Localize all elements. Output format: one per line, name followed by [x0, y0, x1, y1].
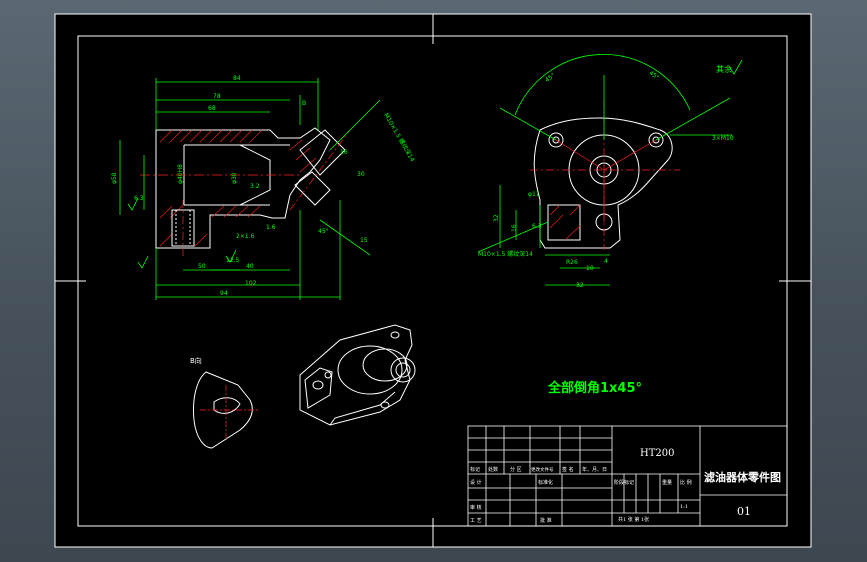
scale-value: 1:1 — [680, 504, 688, 510]
dim-50: 50 — [198, 263, 206, 270]
b-view: B向 — [190, 356, 258, 449]
b-view-label: B向 — [190, 356, 202, 365]
dim-3-2: 3.2 — [250, 183, 260, 190]
section-view — [140, 127, 351, 258]
dim-102: 102 — [245, 280, 257, 287]
drawing-sheet — [55, 14, 811, 547]
top-view — [530, 100, 680, 250]
dim-6-3-top: 6.3 — [532, 223, 542, 230]
row-review: 审 核 — [470, 504, 482, 511]
col-doc: 更改文件号 — [531, 466, 554, 473]
dim-10: 10 — [586, 265, 594, 272]
sheet-info: 共1 张 第 1张 — [618, 516, 649, 523]
dim-4: 4 — [604, 258, 608, 265]
dim-r26: R26 — [566, 259, 578, 266]
dim-94: 94 — [220, 290, 228, 297]
dim-78: 78 — [213, 93, 221, 100]
dim-angle-a: 45° — [544, 72, 557, 84]
sheet-frame — [54, 13, 812, 548]
roughness-marks — [127, 59, 743, 269]
dim-thread-depth: M10×1.5 螺纹深14 — [478, 250, 533, 258]
section-label: B — [302, 100, 306, 107]
dim-30: 30 — [357, 171, 365, 178]
scale-label: 比 例 — [680, 479, 692, 486]
chamfer-note: 全部倒角1x45° — [547, 380, 642, 396]
dim-12-5: 12.5 — [226, 257, 240, 264]
dim-11: φ11 — [528, 191, 540, 198]
material-label: HT200 — [640, 448, 674, 459]
dim-40: 40 — [246, 263, 254, 270]
weight-label: 重量 — [662, 479, 672, 486]
col-count: 处数 — [488, 466, 498, 473]
dim-dia-bore: φ40H8 — [177, 164, 184, 184]
dim-angle-b: 45° — [648, 70, 661, 82]
col-date: 年、月、日 — [582, 466, 607, 473]
dim-dia-inner: φ30 — [231, 172, 238, 184]
title-block: HT200 滤油器体零件图 01 1:1 共1 张 第 1张 标记 处数 分 区… — [467, 425, 788, 527]
row-process: 工 艺 — [470, 518, 482, 524]
dim-15: 15 — [360, 237, 368, 244]
drawing-number: 01 — [737, 505, 751, 518]
isometric-view — [299, 324, 416, 426]
dim-16: 16 — [340, 149, 348, 156]
dim-1-6: 1.6 — [266, 224, 276, 231]
dim-thread-out: M10×1.5 螺纹深14 — [382, 112, 416, 164]
top-view-dimensions: 45° 45° 3×M10 32 32 16 φ11 6.3 R26 10 4 … — [477, 54, 734, 289]
stage-label: 阶段标记 — [614, 479, 634, 486]
row-standard: 标准化 — [538, 479, 553, 486]
dim-angle-left: 45° — [318, 228, 329, 235]
dim-2x1-6: 2×1.6 — [236, 233, 255, 240]
dim-6-3: 6.3 — [134, 195, 144, 202]
dim-32-bottom: 32 — [576, 282, 584, 289]
col-sign: 签 名 — [562, 466, 574, 473]
row-approve: 批 准 — [540, 517, 552, 524]
dim-16-side: 16 — [511, 224, 518, 232]
col-mark: 标记 — [470, 466, 480, 473]
col-zone: 分 区 — [510, 466, 522, 473]
dim-84: 84 — [233, 75, 241, 82]
roughness-note: 其余 — [716, 64, 732, 74]
part-name: 滤油器体零件图 — [704, 470, 781, 484]
dim-68: 68 — [208, 105, 216, 112]
dim-32-side: 32 — [493, 214, 500, 222]
row-design: 设 计 — [470, 479, 482, 486]
section-dimensions: 84 78 68 94 102 50 40 φ58 φ40H8 φ30 6.3 … — [111, 75, 417, 300]
dim-3xm10: 3×M10 — [712, 135, 734, 142]
dim-dia-58: φ58 — [111, 172, 118, 184]
